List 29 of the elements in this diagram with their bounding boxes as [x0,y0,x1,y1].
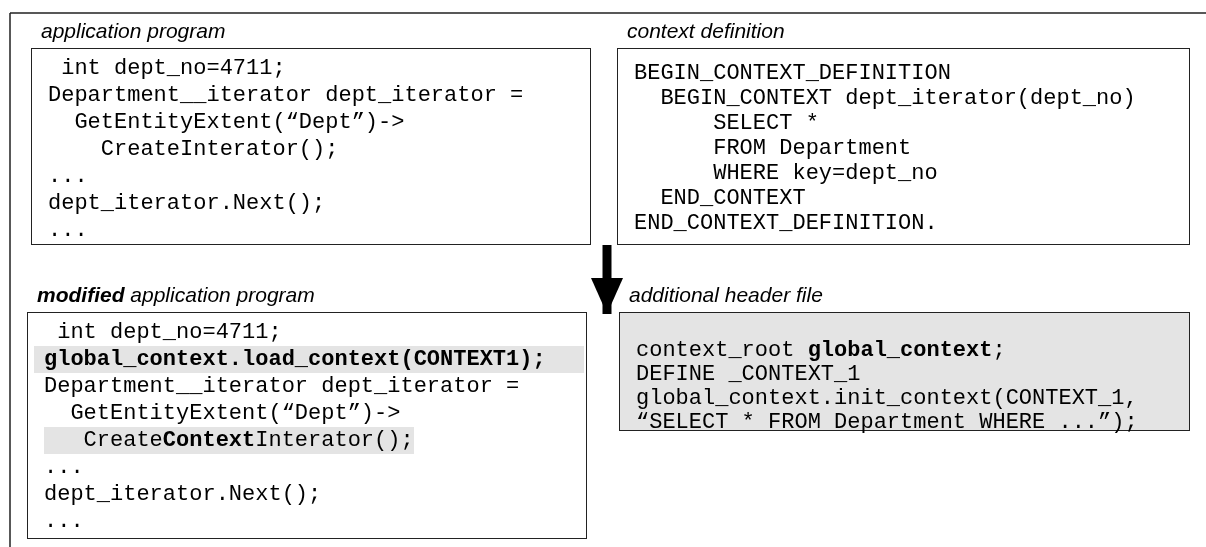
panel-heading: application program [41,18,226,44]
panel-heading: context definition [627,18,785,44]
code-line: GetEntityExtent(“Dept”)-> [73,109,406,136]
code-line: global_context.init_context(CONTEXT_1, [636,387,1139,411]
code-line: int dept_no=4711; [56,319,283,346]
code-line: Department__iterator dept_iterator = [48,82,525,109]
code-line: WHERE key=dept_no [712,161,939,186]
code-line: BEGIN_CONTEXT_DEFINITION [634,61,952,86]
code-line: ... [44,508,85,535]
code-line: SELECT * [712,111,820,136]
code-line: END_CONTEXT_DEFINITION. [634,211,939,236]
code-line: context_root global_context; [636,339,1007,363]
code-line: ... [48,163,89,190]
code-line: dept_iterator.Next(); [44,481,323,508]
code-line: ... [48,217,89,244]
code-line: END_CONTEXT [659,186,807,211]
code-line: ... [44,454,85,481]
code-line: Department__iterator dept_iterator = [44,373,521,400]
panel-heading: additional header file [629,282,823,308]
panel-heading: modified application program [37,282,315,308]
code-line: GetEntityExtent(“Dept”)-> [69,400,402,427]
code-line: int dept_no=4711; [60,55,287,82]
arrow [591,245,623,314]
code-line: “SELECT * FROM Department WHERE ...”); [636,411,1139,435]
code-line: dept_iterator.Next(); [48,190,327,217]
code-line: FROM Department [712,136,913,161]
code-line: BEGIN_CONTEXT dept_iterator(dept_no) [659,86,1137,111]
code-line: CreateInterator(); [99,136,340,163]
code-line: DEFINE _CONTEXT_1 [636,363,862,387]
